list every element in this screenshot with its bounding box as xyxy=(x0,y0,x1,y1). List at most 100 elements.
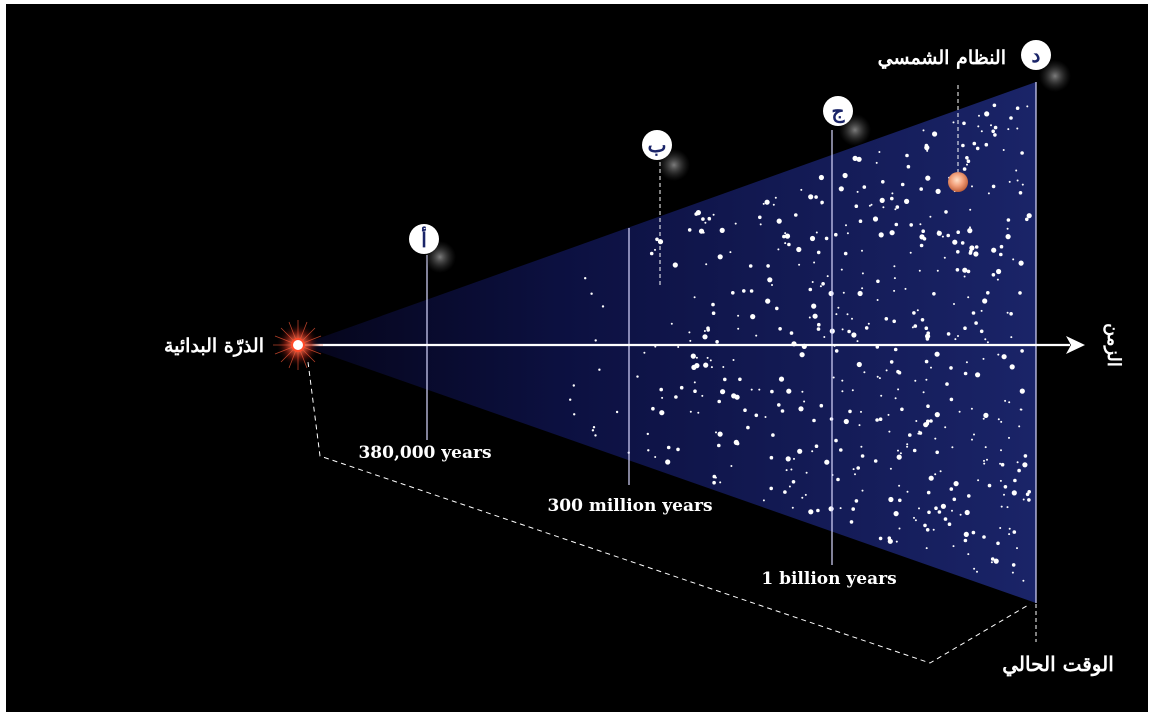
star xyxy=(986,341,989,344)
star xyxy=(835,313,838,316)
star xyxy=(755,334,758,337)
star xyxy=(947,522,952,526)
star xyxy=(969,208,972,211)
star xyxy=(1016,179,1019,182)
star xyxy=(972,141,977,146)
star xyxy=(996,278,999,281)
star xyxy=(1012,258,1015,261)
star xyxy=(953,303,955,305)
star xyxy=(991,184,996,189)
star xyxy=(705,263,708,266)
star xyxy=(913,324,918,328)
star xyxy=(964,509,970,516)
star xyxy=(702,334,708,340)
star xyxy=(897,388,900,391)
star xyxy=(743,408,747,413)
star xyxy=(984,142,989,147)
star xyxy=(949,366,953,370)
star xyxy=(955,268,960,272)
star xyxy=(969,245,975,251)
star xyxy=(965,361,968,364)
star xyxy=(826,275,829,278)
star xyxy=(784,233,791,239)
star xyxy=(771,433,775,437)
star xyxy=(876,299,879,301)
star xyxy=(1020,408,1023,411)
star xyxy=(930,366,932,369)
star xyxy=(762,202,765,205)
star xyxy=(983,462,986,465)
solar-system-label: النظام الشمسي xyxy=(878,47,1006,70)
star xyxy=(857,290,863,297)
star xyxy=(715,431,717,434)
star xyxy=(649,251,654,256)
star xyxy=(734,222,737,225)
origin-label: الذرّة البدائية xyxy=(164,335,264,357)
star xyxy=(893,289,896,292)
star xyxy=(925,378,928,381)
star xyxy=(949,397,954,402)
star xyxy=(921,229,925,233)
star xyxy=(878,377,881,380)
star xyxy=(774,196,777,199)
star xyxy=(915,420,918,422)
star xyxy=(952,239,958,245)
star xyxy=(979,329,984,334)
star xyxy=(946,332,951,336)
star xyxy=(785,456,791,462)
star xyxy=(900,407,904,412)
star xyxy=(572,384,575,387)
star xyxy=(854,204,859,208)
star xyxy=(754,413,759,418)
star xyxy=(782,234,786,239)
marker-c-label: ج xyxy=(832,99,846,124)
star xyxy=(801,390,804,393)
star xyxy=(780,409,785,413)
star xyxy=(688,331,691,334)
star xyxy=(712,213,715,216)
star xyxy=(898,527,901,530)
star xyxy=(651,406,655,411)
star xyxy=(999,479,1002,482)
star xyxy=(852,468,855,471)
star xyxy=(647,449,650,452)
star xyxy=(655,237,659,242)
star xyxy=(893,510,899,517)
star xyxy=(918,507,920,510)
star xyxy=(973,567,976,570)
star xyxy=(967,296,970,299)
star xyxy=(791,480,796,484)
star xyxy=(784,232,787,235)
star xyxy=(860,410,862,413)
star xyxy=(719,227,725,233)
star xyxy=(876,375,879,378)
star xyxy=(1019,388,1025,394)
star xyxy=(880,394,883,397)
star xyxy=(898,484,901,487)
star xyxy=(839,507,842,510)
star xyxy=(841,328,844,331)
time-label-c: 1 billion years xyxy=(761,569,896,589)
star xyxy=(923,523,927,528)
star xyxy=(592,426,596,429)
star xyxy=(894,222,899,227)
star xyxy=(881,180,885,184)
star xyxy=(1011,563,1016,567)
star xyxy=(798,406,804,412)
star xyxy=(598,368,601,371)
star xyxy=(764,199,770,205)
star xyxy=(992,103,997,108)
star xyxy=(876,279,880,284)
star xyxy=(809,235,816,242)
star xyxy=(846,232,849,235)
star xyxy=(982,535,986,539)
star xyxy=(701,217,705,221)
star xyxy=(909,223,913,227)
star xyxy=(940,503,947,509)
star xyxy=(1021,183,1024,186)
star xyxy=(934,412,940,418)
star xyxy=(1026,105,1029,108)
star xyxy=(1005,234,1011,240)
star xyxy=(922,391,925,394)
star xyxy=(963,531,969,538)
